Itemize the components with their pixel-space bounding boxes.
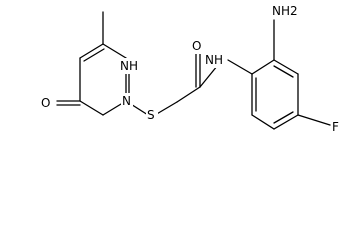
molecule-structure: NH2 NH NH N O O S F xyxy=(40,3,342,135)
thioacetamide-linker xyxy=(125,49,253,116)
bond-ch2-carbonyl xyxy=(176,86,201,103)
bond-c5-c6 xyxy=(79,43,104,59)
atom-label-ring-nh: NH xyxy=(120,59,138,73)
bond-ar2-ar3 xyxy=(273,59,299,75)
atom-label-amide-nh: NH xyxy=(205,53,223,67)
bond-ar5-ar6 xyxy=(251,114,275,130)
bond-c5-c6-inner xyxy=(83,48,105,62)
pyrimidinone-ring xyxy=(56,11,130,116)
atom-label-fluorine: F xyxy=(332,120,339,134)
atom-label-ring-o: O xyxy=(41,96,50,110)
bond-c6-n1 xyxy=(102,43,127,59)
atom-labels: NH2 NH NH N O O S F xyxy=(40,3,342,135)
atom-label-sulfur: S xyxy=(147,108,155,122)
bond-ar1-ar2 xyxy=(251,59,275,75)
bond-n3-c4 xyxy=(79,100,104,116)
atom-label-ring-n: N xyxy=(122,94,131,108)
bond-ar4-ar5-inner xyxy=(273,111,294,124)
bond-ar4-ar5 xyxy=(273,114,299,130)
bond-ar2-ar3-inner xyxy=(273,65,294,78)
atom-label-nh2: NH2 xyxy=(272,4,298,18)
atom-label-amide-o: O xyxy=(192,39,201,53)
bond-nh-aryl xyxy=(227,59,253,75)
bond-s-ch2 xyxy=(154,101,178,116)
fluorophenyl-ring xyxy=(251,19,331,130)
bond-ar4-f xyxy=(297,114,331,126)
